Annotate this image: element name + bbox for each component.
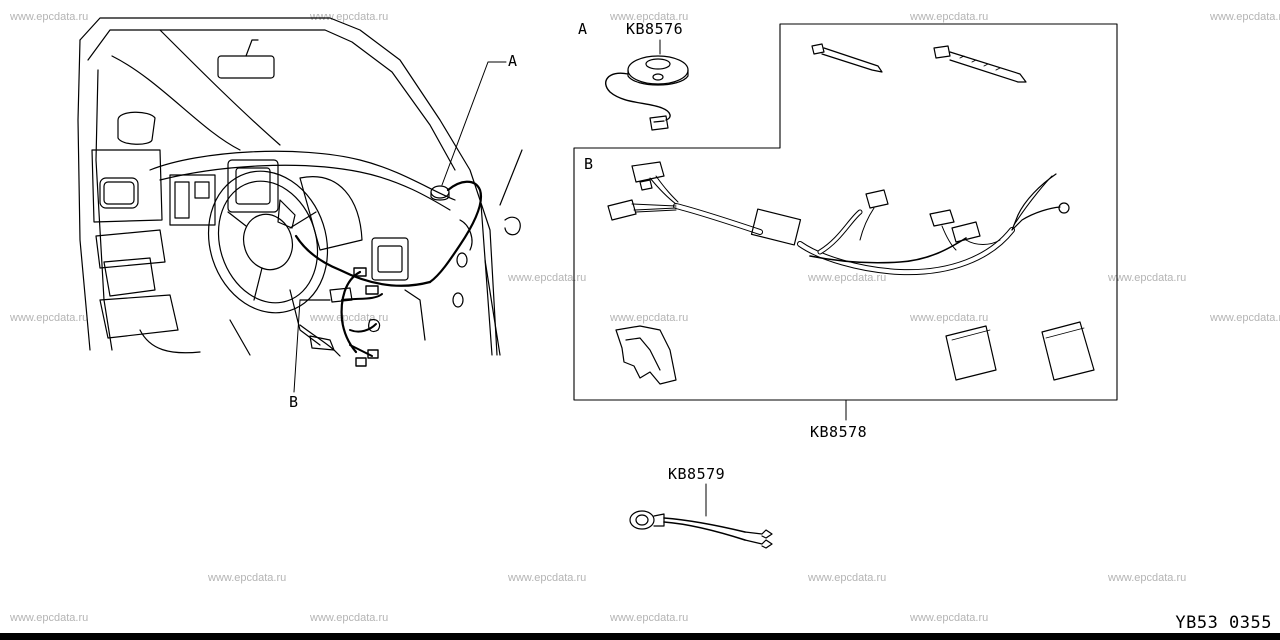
part-number-switch: KB8579 xyxy=(668,465,726,483)
part-number-harness-kit: KB8578 xyxy=(810,423,868,441)
watermark: www.epcdata.ru xyxy=(208,572,287,584)
watermark: www.epcdata.ru xyxy=(910,11,989,23)
watermark: www.epcdata.ru xyxy=(610,312,689,324)
watermark: www.epcdata.ru xyxy=(1210,312,1280,324)
watermark: www.epcdata.ru xyxy=(610,11,689,23)
part-number-buzzer: KB8576 xyxy=(626,20,684,38)
watermark: www.epcdata.ru xyxy=(808,572,887,584)
section-label-b: B xyxy=(584,155,594,173)
switch-part xyxy=(629,483,773,549)
buzzer-part xyxy=(605,39,689,131)
watermark: www.epcdata.ru xyxy=(10,11,89,23)
watermark: www.epcdata.ru xyxy=(10,312,89,324)
watermark: www.epcdata.ru xyxy=(310,11,389,23)
watermark: www.epcdata.ru xyxy=(1210,11,1280,23)
page-code: YB53 0355 xyxy=(1173,613,1274,633)
harness-kit-box xyxy=(573,23,1118,421)
watermark: www.epcdata.ru xyxy=(508,572,587,584)
watermark: www.epcdata.ru xyxy=(310,612,389,624)
watermark: www.epcdata.ru xyxy=(910,612,989,624)
callout-a: A xyxy=(508,52,518,70)
callout-b: B xyxy=(289,393,299,411)
bottom-bar xyxy=(0,633,1280,640)
watermark: www.epcdata.ru xyxy=(508,272,587,284)
watermark: www.epcdata.ru xyxy=(610,612,689,624)
watermark: www.epcdata.ru xyxy=(310,312,389,324)
section-label-a: A xyxy=(578,20,588,38)
watermark: www.epcdata.ru xyxy=(1108,272,1187,284)
watermark: www.epcdata.ru xyxy=(1108,572,1187,584)
watermark: www.epcdata.ru xyxy=(10,612,89,624)
watermark: www.epcdata.ru xyxy=(910,312,989,324)
interior-illustration xyxy=(77,17,523,393)
watermark: www.epcdata.ru xyxy=(808,272,887,284)
